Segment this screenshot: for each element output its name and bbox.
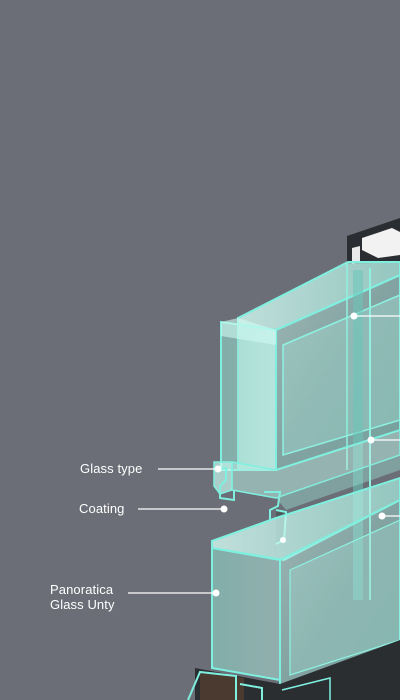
lower-glass-unit <box>211 476 400 692</box>
upper-glass-unit <box>220 261 400 600</box>
label-unit-line2: Glass Unty <box>50 597 115 612</box>
label-coating: Coating <box>79 501 125 516</box>
callout-right-1 <box>350 312 400 320</box>
bottom-frame <box>187 640 400 700</box>
top-frame <box>347 218 400 264</box>
callout-glass-unit <box>128 589 220 597</box>
label-glass-type: Glass type <box>80 461 143 476</box>
label-panoratica-glass-unit: Panoratica Glass Unty <box>50 582 115 612</box>
callout-glass-type <box>158 465 222 473</box>
callout-coating <box>138 505 228 513</box>
label-unit-line1: Panoratica <box>50 582 114 597</box>
callout-right-3 <box>378 512 400 520</box>
callout-right-2 <box>367 436 400 444</box>
callout-dot-spacer <box>280 537 286 543</box>
